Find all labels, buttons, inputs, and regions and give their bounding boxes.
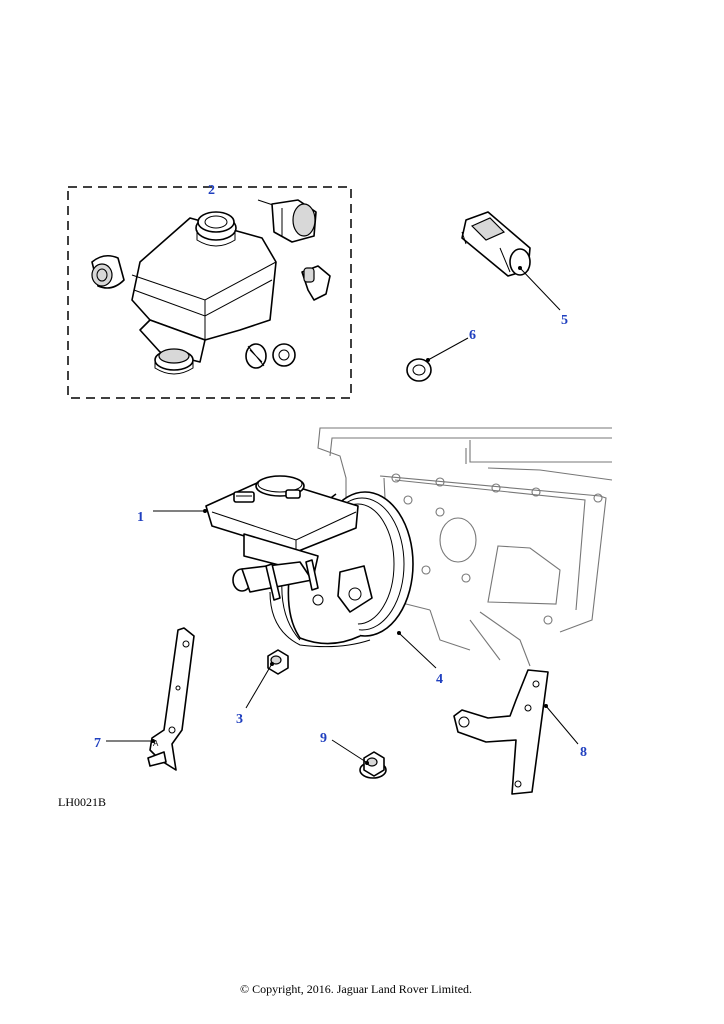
left-bracket-part[interactable]: A bbox=[147, 627, 195, 771]
hose-clip-part[interactable] bbox=[245, 343, 267, 369]
reservoir-kit-dashed-box bbox=[67, 186, 352, 399]
svg-text:A: A bbox=[153, 739, 159, 748]
copyright-notice: © Copyright, 2016. Jaguar Land Rover Lim… bbox=[239, 982, 473, 996]
leader-lines bbox=[106, 266, 579, 765]
fluid-reservoir-part[interactable] bbox=[131, 211, 277, 363]
right-bracket-part[interactable] bbox=[453, 669, 549, 795]
callout-1[interactable]: 1 bbox=[137, 510, 144, 525]
reservoir-hose-fitting-part[interactable] bbox=[257, 199, 317, 243]
callout-2[interactable]: 2 bbox=[208, 183, 215, 198]
callout-9[interactable]: 9 bbox=[320, 731, 327, 746]
small-grommet-part[interactable] bbox=[272, 343, 296, 367]
elbow-connector-part[interactable] bbox=[301, 265, 331, 301]
nut-part[interactable] bbox=[267, 649, 289, 675]
reservoir-grommet-part[interactable] bbox=[91, 254, 125, 289]
seal-ring-part[interactable] bbox=[406, 358, 432, 382]
callout-3[interactable]: 3 bbox=[236, 712, 243, 727]
callout-7[interactable]: 7 bbox=[94, 736, 101, 751]
callout-8[interactable]: 8 bbox=[580, 745, 587, 760]
callout-6[interactable]: 6 bbox=[469, 328, 476, 343]
callout-5[interactable]: 5 bbox=[561, 313, 568, 328]
reservoir-seal-part[interactable] bbox=[154, 348, 194, 375]
master-cylinder-part[interactable] bbox=[205, 475, 359, 606]
flange-nut-part[interactable] bbox=[359, 751, 387, 779]
fluid-level-sensor-part[interactable] bbox=[461, 211, 531, 277]
drawing-code-label: LH0021B bbox=[58, 795, 106, 809]
callout-4[interactable]: 4 bbox=[436, 672, 443, 687]
